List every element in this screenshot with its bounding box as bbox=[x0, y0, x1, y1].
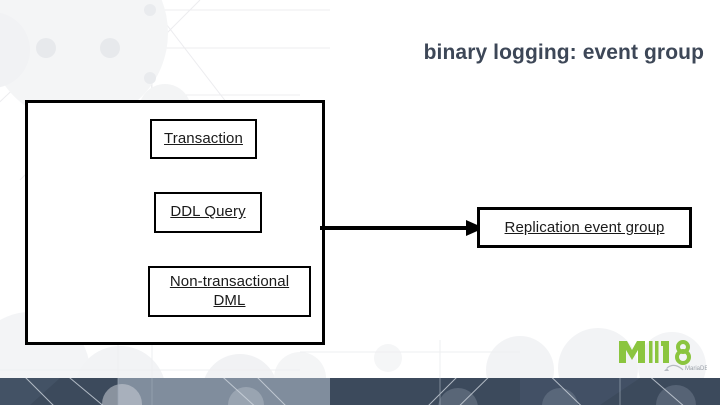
logo-bar-1 bbox=[649, 341, 653, 363]
logo-seal-mark bbox=[664, 368, 669, 371]
m18-logo-svg: MariaDB bbox=[619, 340, 708, 372]
logo-digit-1 bbox=[661, 341, 669, 363]
box-non-transactional-dml-label: Non-transactional DML bbox=[170, 273, 289, 311]
slide-title: binary logging: event group bbox=[423, 41, 704, 64]
box-ddl-query-label: DDL Query bbox=[170, 203, 246, 221]
box-replication-event-group: Replication event group bbox=[477, 207, 692, 248]
box-non-transactional-dml-label-line2: DML bbox=[213, 291, 246, 309]
box-replication-event-group-label: Replication event group bbox=[504, 219, 665, 236]
logo-brand-text: MariaDB bbox=[685, 366, 707, 372]
logo-bar-2 bbox=[655, 341, 659, 363]
footer-band-pattern bbox=[0, 378, 720, 405]
arrow-right-icon bbox=[320, 220, 484, 236]
footer-band bbox=[0, 378, 720, 405]
logo-seal-swoosh bbox=[666, 364, 684, 371]
mariadb-m18-logo: MariaDB bbox=[617, 337, 708, 377]
logo-letter-m bbox=[619, 341, 645, 363]
box-ddl-query: DDL Query bbox=[154, 192, 262, 233]
box-non-transactional-dml-label-line1: Non-transactional bbox=[169, 272, 290, 290]
box-transaction-label: Transaction bbox=[164, 129, 243, 147]
box-non-transactional-dml: Non-transactional DML bbox=[148, 266, 311, 317]
logo-digit-8 bbox=[675, 340, 691, 365]
box-transaction: Transaction bbox=[150, 119, 257, 159]
